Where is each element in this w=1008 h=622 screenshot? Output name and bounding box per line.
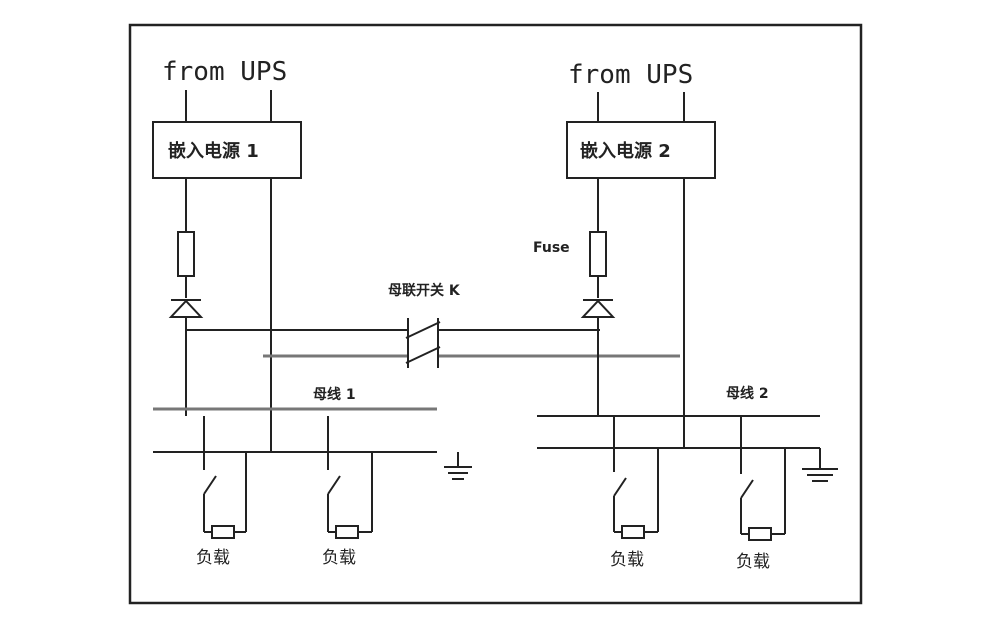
load-1-label: 负载 bbox=[196, 548, 230, 568]
load-2-label: 负载 bbox=[322, 548, 356, 568]
bus-2-label: 母线 2 bbox=[726, 385, 769, 402]
load-4-label: 负载 bbox=[736, 552, 770, 572]
tie-switch-k-icon bbox=[405, 318, 441, 368]
left-load-branch-1 bbox=[203, 416, 247, 539]
right-diode-icon bbox=[580, 299, 616, 318]
embedded-power-module-2 bbox=[566, 121, 716, 179]
right-load-branch-1 bbox=[613, 416, 659, 539]
left-ground-icon bbox=[444, 452, 472, 480]
load-3-label: 负载 bbox=[610, 550, 644, 570]
right-load-branch-2 bbox=[740, 416, 786, 541]
right-fuse bbox=[589, 231, 607, 277]
bus-1-label: 母线 1 bbox=[313, 386, 356, 403]
right-ups-feed-label: from UPS bbox=[568, 60, 693, 90]
tie-switch-label: 母联开关 K bbox=[388, 282, 461, 299]
embedded-power-module-1 bbox=[152, 121, 302, 179]
fuse-label: Fuse bbox=[533, 240, 570, 256]
left-ups-feed-label: from UPS bbox=[162, 57, 287, 87]
left-fuse bbox=[177, 231, 195, 277]
diagram-frame bbox=[128, 23, 863, 605]
embedded-power-module-2-label: 嵌入电源 2 bbox=[580, 140, 671, 162]
embedded-power-module-1-label: 嵌入电源 1 bbox=[168, 140, 259, 162]
left-load-branch-2 bbox=[327, 416, 373, 539]
left-diode-icon bbox=[168, 299, 204, 318]
right-ground-icon bbox=[802, 448, 838, 482]
